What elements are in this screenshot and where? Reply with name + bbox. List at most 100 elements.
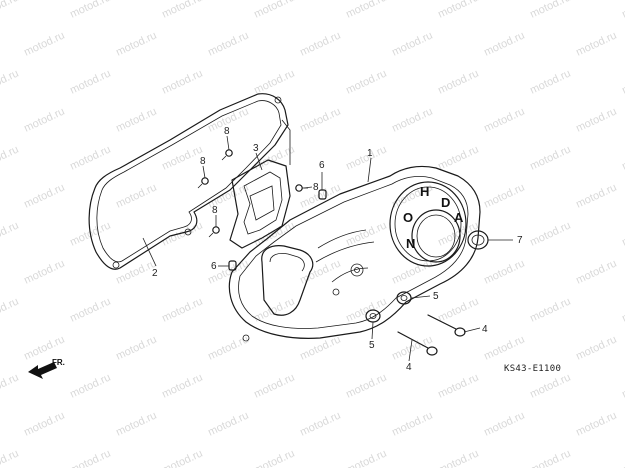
watermark-text: motod.ru xyxy=(344,371,388,400)
front-direction-label: FR. xyxy=(52,358,65,367)
watermark-text: motod.ru xyxy=(620,447,625,468)
watermark-text: motod.ru xyxy=(436,0,480,21)
bracket-part xyxy=(229,119,291,249)
callout-4-lower: 4 xyxy=(406,362,412,373)
watermark-text: motod.ru xyxy=(298,257,342,286)
watermark-text: motod.ru xyxy=(114,105,158,134)
leader-lines xyxy=(142,135,513,362)
watermark-text: motod.ru xyxy=(482,105,526,134)
logo-letter-h: H xyxy=(420,184,429,199)
watermark-text: motod.ru xyxy=(436,371,480,400)
watermark-text: motod.ru xyxy=(22,29,66,58)
watermark-text: motod.ru xyxy=(206,409,250,438)
watermark-text: motod.ru xyxy=(252,371,296,400)
watermark-text: motod.ru xyxy=(160,447,204,468)
callout-5-upper: 5 xyxy=(433,291,439,302)
watermark-text: motod.ru xyxy=(252,67,296,96)
watermark-text: motod.ru xyxy=(390,105,434,134)
front-direction-arrow: FR. xyxy=(28,358,65,379)
watermark-text: motod.ru xyxy=(574,257,618,286)
watermark-text: motod.ru xyxy=(620,219,625,248)
watermark-text: motod.ru xyxy=(390,29,434,58)
watermark-text: motod.ru xyxy=(436,295,480,324)
crankcase-cover: H O N D A xyxy=(228,165,481,342)
callout-2: 2 xyxy=(152,268,158,279)
watermark-text: motod.ru xyxy=(344,67,388,96)
watermark-text: motod.ru xyxy=(436,447,480,468)
screw-8a xyxy=(221,149,233,161)
logo-letter-a: A xyxy=(454,210,464,225)
callout-8-left: 8 xyxy=(200,156,206,167)
watermark-text: motod.ru xyxy=(574,29,618,58)
watermark-text: motod.ru xyxy=(114,333,158,362)
watermark-text: motod.ru xyxy=(68,371,112,400)
callout-3: 3 xyxy=(253,143,259,154)
callout-6-lower: 6 xyxy=(211,261,217,272)
watermark-text: motod.ru xyxy=(160,295,204,324)
watermark-text: motod.ru xyxy=(528,143,572,172)
watermark-text: motod.ru xyxy=(482,181,526,210)
screw-8c xyxy=(208,226,220,238)
watermark-text: motod.ru xyxy=(22,409,66,438)
watermark-text: motod.ru xyxy=(344,447,388,468)
dowel-6a xyxy=(318,189,327,200)
watermark-text: motod.ru xyxy=(390,409,434,438)
callout-8-right: 8 xyxy=(313,182,319,193)
watermark-text: motod.ru xyxy=(298,29,342,58)
callout-5-lower: 5 xyxy=(369,340,375,351)
watermark-text: motod.ru xyxy=(160,219,204,248)
watermark-text: motod.ru xyxy=(436,143,480,172)
watermark-text: motod.ru xyxy=(528,0,572,21)
watermark-text: motod.ru xyxy=(620,0,625,21)
gasket-part xyxy=(88,93,289,270)
watermark-text: motod.ru xyxy=(574,409,618,438)
callout-8-lower: 8 xyxy=(212,205,218,216)
watermark-text: motod.ru xyxy=(68,0,112,21)
watermark-text: motod.ru xyxy=(68,295,112,324)
watermark-text: motod.ru xyxy=(206,29,250,58)
watermark-text: motod.ru xyxy=(0,219,21,248)
watermark-text: motod.ru xyxy=(528,447,572,468)
diagram-code: KS43-E1100 xyxy=(504,364,561,374)
watermark-text: motod.ru xyxy=(22,181,66,210)
watermark-text: motod.ru xyxy=(528,219,572,248)
bolt-4b xyxy=(397,331,438,356)
watermark-text: motod.ru xyxy=(114,181,158,210)
callouts: 1 2 3 4 4 5 5 6 6 7 8 8 8 8 xyxy=(152,126,523,373)
logo-letter-d: D xyxy=(441,195,450,210)
watermark-text: motod.ru xyxy=(574,181,618,210)
watermark-text: motod.ru xyxy=(160,67,204,96)
callout-6-upper: 6 xyxy=(319,160,325,171)
watermark-text: motod.ru xyxy=(482,257,526,286)
watermark-text: motod.ru xyxy=(68,67,112,96)
watermark-text: motod.ru xyxy=(482,333,526,362)
watermark-text: motod.ru xyxy=(436,67,480,96)
screw-8b xyxy=(197,177,209,189)
watermark-text: motod.ru xyxy=(252,0,296,21)
watermark-text: motod.ru xyxy=(574,105,618,134)
watermark-text: motod.ru xyxy=(0,143,21,172)
dowel-6b xyxy=(228,260,237,271)
callout-7: 7 xyxy=(517,235,523,246)
watermark-text: motod.ru xyxy=(22,257,66,286)
watermark-text: motod.ru xyxy=(0,371,21,400)
watermark-text: motod.ru xyxy=(68,143,112,172)
logo-letter-o: O xyxy=(403,210,413,225)
watermark-text: motod.ru xyxy=(620,143,625,172)
watermark-text: motod.ru xyxy=(298,105,342,134)
logo-letter-n: N xyxy=(406,236,415,251)
watermark-text: motod.ru xyxy=(206,333,250,362)
watermark-text: motod.ru xyxy=(482,409,526,438)
watermark-text: motod.ru xyxy=(344,0,388,21)
watermark-text: motod.ru xyxy=(574,333,618,362)
watermark-text: motod.ru xyxy=(528,371,572,400)
watermark-text: motod.ru xyxy=(114,409,158,438)
watermark-text: motod.ru xyxy=(344,219,388,248)
hardware xyxy=(197,149,489,356)
watermark-text: motod.ru xyxy=(160,0,204,21)
watermark-text: motod.ru xyxy=(0,67,21,96)
watermark-text: motod.ru xyxy=(252,447,296,468)
watermark-text: motod.ru xyxy=(160,371,204,400)
